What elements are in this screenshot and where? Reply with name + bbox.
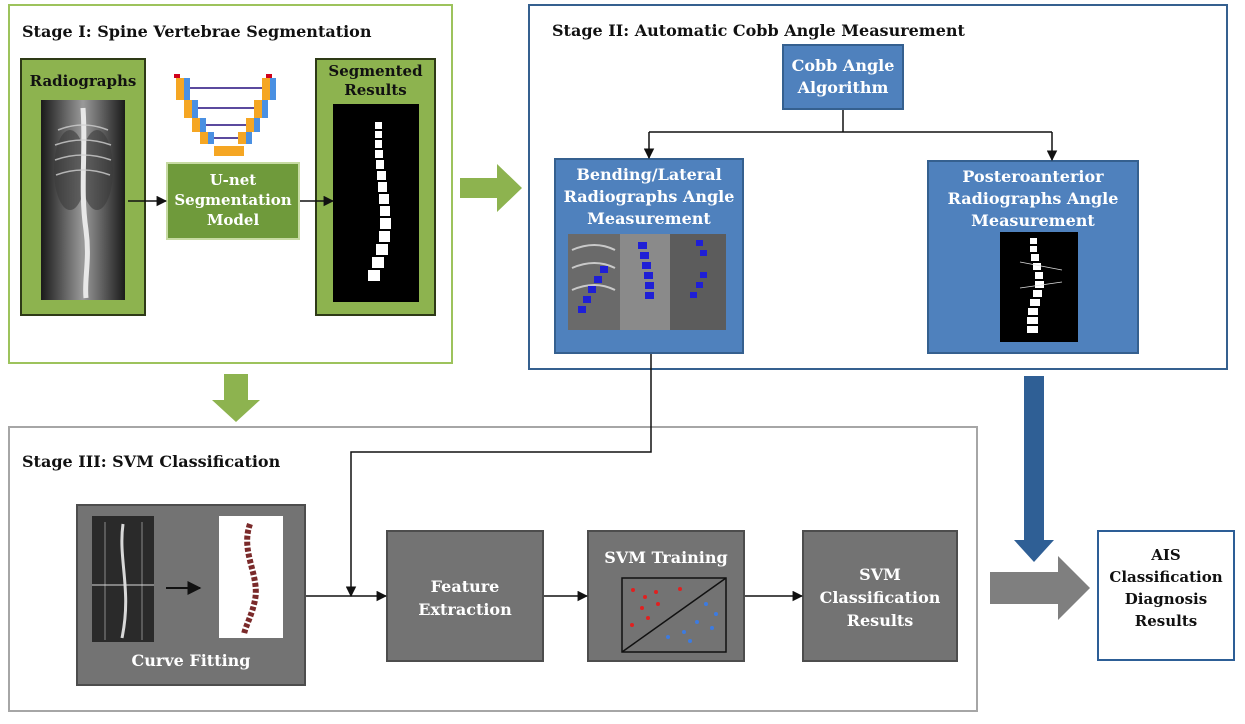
unet-label-line1: U-net [209, 171, 257, 189]
cobb-algorithm-box: Cobb Angle Algorithm [782, 44, 904, 110]
segmented-spine-image [333, 104, 419, 302]
cobb-label-line2: Algorithm [797, 78, 889, 97]
ais-results-box: AIS Classification Diagnosis Results [1097, 530, 1235, 661]
connectors [128, 110, 1058, 602]
pa-spine-image [1000, 232, 1078, 342]
bending-label-line1: Bending/Lateral [576, 165, 722, 184]
unet-label-line2: Segmentation [174, 191, 292, 209]
svm-results-line2: Classification [819, 588, 941, 607]
ais-line1: AIS [1151, 546, 1181, 564]
radiograph-image [41, 100, 125, 300]
svm-results-line1: SVM [859, 565, 901, 584]
pa-label-line2: Radiographs Angle [947, 189, 1119, 208]
svm-scatter-plot [621, 577, 727, 653]
ais-line3: Diagnosis [1124, 590, 1208, 608]
curve-fitting-label: Curve Fitting [131, 651, 251, 670]
feature-extraction-box: Feature Extraction [386, 530, 544, 662]
bending-label-line3: Measurement [587, 209, 711, 228]
radiographs-label: Radiographs [29, 72, 137, 90]
svm-results-box: SVM Classification Results [802, 530, 958, 662]
curve-fitting-images [92, 516, 283, 642]
ais-line4: Results [1134, 612, 1198, 630]
green-right-arrow [460, 164, 522, 212]
feature-label-line2: Extraction [418, 600, 512, 619]
unet-model-box: U-net Segmentation Model [166, 162, 300, 240]
gray-right-arrow [990, 556, 1090, 620]
pa-label-line1: Posteroanterior [962, 167, 1104, 186]
segmented-label-line2: Results [344, 81, 407, 99]
stage1-title: Stage I: Spine Vertebrae Segmentation [22, 22, 372, 41]
cobb-label-line1: Cobb Angle [791, 56, 895, 75]
pa-label-line3: Measurement [971, 211, 1095, 230]
feature-label-line1: Feature [430, 577, 500, 596]
segmented-label-line1: Segmented [328, 62, 423, 80]
unet-label-line3: Model [206, 211, 260, 229]
green-down-arrow [212, 374, 260, 422]
blue-down-arrow [1014, 376, 1054, 562]
stage2-title: Stage II: Automatic Cobb Angle Measureme… [552, 21, 965, 40]
svm-results-line3: Results [846, 611, 914, 630]
bending-label-line2: Radiographs Angle [563, 187, 735, 206]
svm-training-label: SVM Training [604, 548, 728, 567]
bending-radiographs-image [568, 234, 726, 330]
unet-architecture-icon [174, 74, 276, 156]
ais-line2: Classification [1109, 568, 1223, 586]
stage3-title: Stage III: SVM Classification [22, 452, 281, 471]
segmented-results-label: Segmented Results [315, 62, 436, 100]
